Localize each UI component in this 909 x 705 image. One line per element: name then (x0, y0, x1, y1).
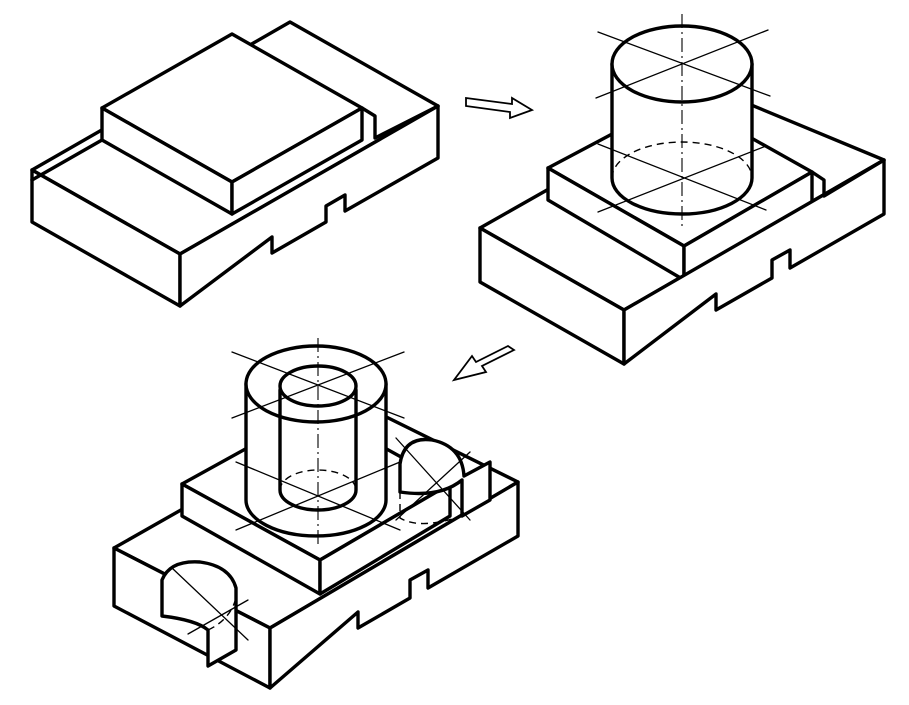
step3-back-slot-centerline-a (395, 437, 471, 521)
step3-back-slot (395, 437, 492, 525)
step3-front-slot-centerline-b (187, 599, 249, 635)
arrow-down-left-shape (451, 344, 516, 382)
step-2-base-with-cylinder (478, 14, 886, 366)
step2-cylinder (595, 14, 771, 230)
step3-bottom-centerline-b (235, 461, 401, 531)
arrow-down-left (451, 344, 516, 382)
step2-bottom-centerline-b (597, 145, 767, 213)
step1-step-edge (30, 138, 104, 182)
step3-front-slot-centerline-a (171, 567, 249, 641)
step1-raised-side-face (230, 106, 364, 216)
step3-back-slot-cut (398, 437, 492, 518)
step3-front-slot-cut (160, 560, 238, 668)
step2-top-centerline-b (595, 29, 769, 99)
step3-hollow-boss (231, 338, 405, 548)
step2-top-centerline-a (597, 31, 771, 97)
step1-side-face (178, 104, 440, 308)
step2-bottom-centerline-a (597, 143, 767, 211)
step2-side-face (622, 158, 886, 366)
arrow-right (465, 96, 535, 120)
step-1-base-block (30, 20, 440, 308)
step3-side-face (268, 480, 520, 690)
step3-front-slot-hidden (207, 597, 237, 631)
step3-back-slot-hidden (399, 492, 463, 525)
step3-front-slot (160, 560, 249, 668)
step2-top-groove (810, 158, 886, 198)
step-3-base-with-hollow-boss (112, 338, 520, 690)
arrow-right-shape (465, 96, 535, 120)
step3-back-slot-centerline-b (395, 451, 471, 521)
step1-top-groove (360, 104, 440, 140)
step3-top-centerline-b (231, 351, 405, 419)
